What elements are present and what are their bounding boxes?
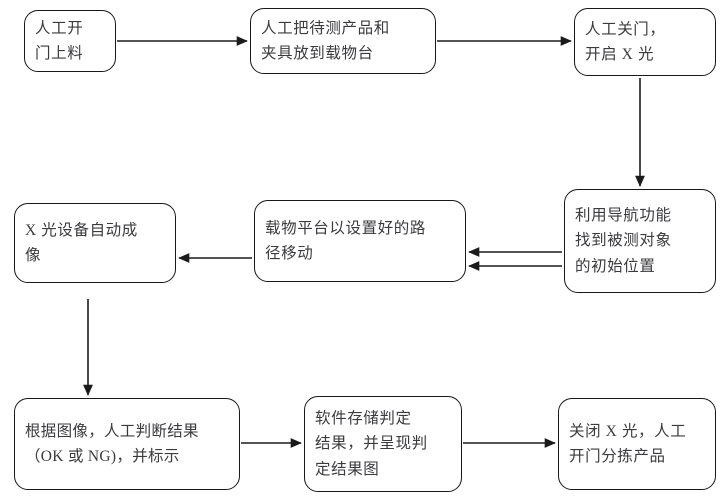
flow-node-close-door-start-xray[interactable]: 人工关门， 开启 X 光 (574, 8, 716, 76)
flow-node-label: 利用导航功能 找到被测对象 的初始位置 (575, 207, 672, 275)
flow-node-manual-open-door-load[interactable]: 人工开 门上料 (24, 10, 116, 72)
flow-node-close-xray-sort-products[interactable]: 关闭 X 光，人工 开门分拣产品 (558, 398, 716, 490)
flow-node-label: X 光设备自动成 像 (25, 221, 138, 264)
flow-node-label: 载物平台以设置好的路 径移动 (265, 219, 427, 262)
flow-node-label: 软件存储判定 结果，并呈现判 定结果图 (315, 410, 428, 478)
flow-node-manual-judge-result[interactable]: 根据图像，人工判断结果 （OK 或 NG)，并标示 (14, 398, 240, 490)
flow-node-label: 根据图像，人工判断结果 （OK 或 NG)，并标示 (25, 422, 199, 465)
flow-node-software-store-result[interactable]: 软件存储判定 结果，并呈现判 定结果图 (304, 396, 462, 492)
flow-node-label: 人工关门， 开启 X 光 (585, 20, 666, 63)
flow-node-place-product-and-fixture[interactable]: 人工把待测产品和 夹具放到载物台 (250, 8, 436, 74)
flow-node-stage-moves-along-path[interactable]: 载物平台以设置好的路 径移动 (254, 200, 466, 282)
flow-node-xray-auto-imaging[interactable]: X 光设备自动成 像 (14, 203, 176, 283)
flow-node-label: 关闭 X 光，人工 开门分拣产品 (569, 422, 687, 465)
flow-node-navigate-to-target-position[interactable]: 利用导航功能 找到被测对象 的初始位置 (564, 189, 716, 293)
flow-node-label: 人工把待测产品和 夹具放到载物台 (261, 19, 390, 62)
flow-node-label: 人工开 门上料 (35, 19, 84, 62)
